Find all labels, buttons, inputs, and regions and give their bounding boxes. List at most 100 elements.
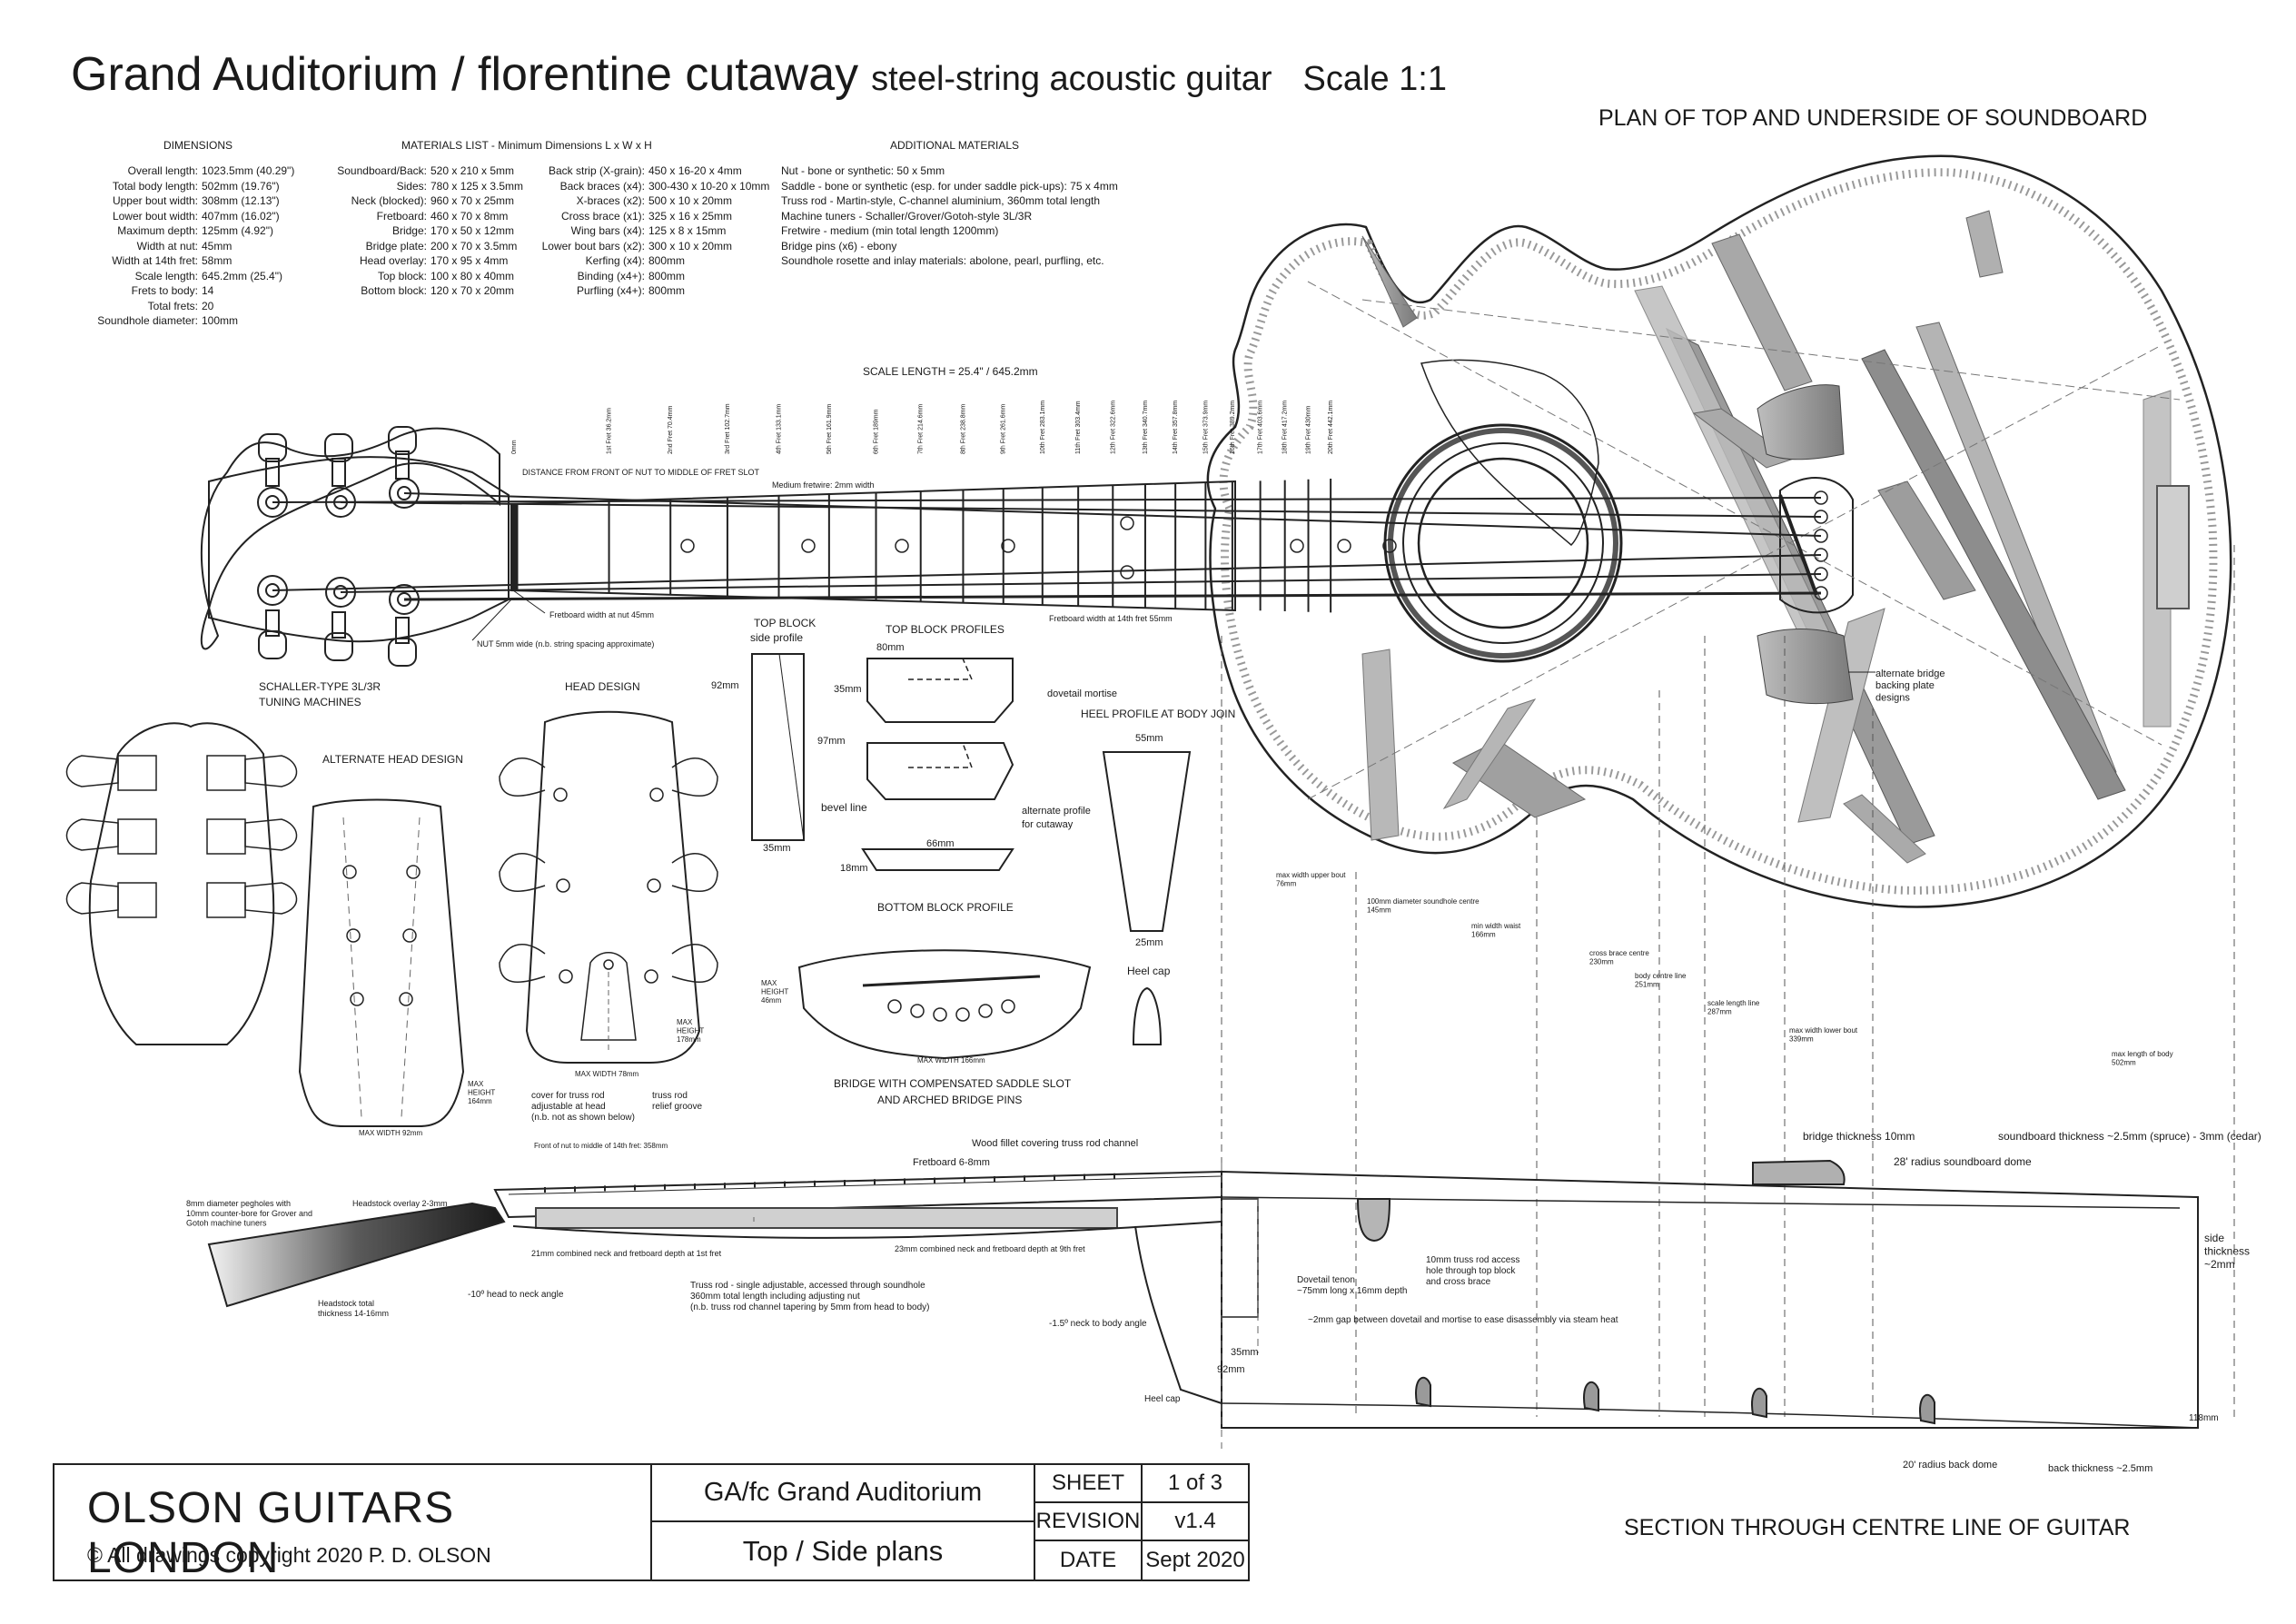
material-value: 800mm: [648, 254, 686, 267]
dimension-label: Maximum depth:: [117, 224, 198, 237]
fret-markers: [680, 516, 1397, 579]
headstock-overlay-label: Headstock overlay 2-3mm: [352, 1199, 448, 1208]
headstock-plan: [200, 426, 510, 667]
title-block-company: OLSON GUITARS LONDON © All drawings copy…: [54, 1465, 652, 1582]
additional-line: Fretwire - medium (min total length 1200…: [781, 224, 999, 237]
soundboard-thickness-label: soundboard thickness ~2.5mm (spruce) - 3…: [1998, 1130, 2261, 1143]
fret-label: 2nd Fret 70.4mm: [668, 406, 674, 454]
dim-92-label: 92mm: [711, 680, 739, 691]
additional-line: Nut - bone or synthetic: 50 x 5mm: [781, 164, 945, 177]
strings: [272, 492, 1822, 601]
material-label: X-braces (x2):: [576, 194, 645, 207]
head-design-label: HEAD DESIGN: [565, 680, 640, 693]
date-value: Sept 2020: [1145, 1548, 1245, 1572]
title-main: Grand Auditorium / florentine cutaway: [71, 48, 859, 101]
bottom-block-label: BOTTOM BLOCK PROFILE: [877, 901, 1014, 914]
gap-label: ~2mm gap between dovetail and mortise to…: [1308, 1315, 1618, 1325]
dim-25-label: 25mm: [1135, 937, 1163, 948]
additional-line: Saddle - bone or synthetic (esp. for und…: [781, 179, 1118, 193]
front-nut-14-label: Front of nut to middle of 14th fret: 358…: [534, 1142, 668, 1150]
dovetail-label: Dovetail tenon~75mm long x 16mm depth: [1297, 1275, 1407, 1296]
truss-rod-label: Truss rod - single adjustable, accessed …: [690, 1281, 929, 1312]
fret-label: 7th Fret 214.6mm: [918, 404, 925, 454]
model-cell: GA/fc Grand Auditorium: [652, 1465, 1035, 1522]
fret-label: 4th Fret 133.1mm: [777, 404, 783, 454]
fret-positions-label: DISTANCE FROM FRONT OF NUT TO MIDDLE OF …: [522, 468, 760, 477]
fret-label: 17th Fret 403.6mm: [1258, 401, 1264, 454]
company-name: OLSON GUITARS LONDON: [87, 1484, 455, 1582]
material-label: Head overlay:: [359, 254, 427, 267]
heel-cap-label: Heel cap: [1127, 965, 1171, 977]
bevel-line-label: bevel line: [821, 801, 867, 814]
title-subtitle: steel-string acoustic guitar: [871, 60, 1272, 98]
bridge-caption-2: AND ARCHED BRIDGE PINS: [877, 1094, 1022, 1106]
dimension-value: 645.2mm (25.4"): [202, 269, 282, 282]
material-value: 300 x 10 x 20mm: [648, 239, 733, 253]
material-label: Top block:: [377, 269, 427, 282]
material-label: Bridge plate:: [365, 239, 427, 253]
dimensions-labels: Overall length:Total body length:Upper b…: [73, 163, 198, 329]
material-value: 800mm: [648, 284, 686, 297]
bridge-caption-1: BRIDGE WITH COMPENSATED SADDLE SLOT: [834, 1077, 1072, 1090]
dimension-label: Upper bout width:: [112, 194, 198, 207]
material-label: Lower bout bars (x2):: [541, 239, 645, 253]
materials-col2-labels: Back strip (X-grain):Back braces (x4):X-…: [518, 163, 645, 299]
fret-label: 5th Fret 161.9mm: [826, 404, 833, 454]
depth-1st-label: 21mm combined neck and fretboard depth a…: [531, 1249, 722, 1258]
dimension-label: Width at 14th fret:: [112, 254, 198, 267]
title-block: OLSON GUITARS LONDON © All drawings copy…: [53, 1463, 1250, 1582]
fret-label: 0mm: [511, 440, 518, 454]
dim-55-label: 55mm: [1135, 733, 1163, 744]
dimensions-block: DIMENSIONS Overall length:Total body len…: [73, 138, 294, 329]
dimension-value: 125mm (4.92"): [202, 224, 273, 237]
fret-label: 18th Fret 417.2mm: [1282, 401, 1289, 454]
plan-measure-lines: [1221, 545, 2235, 1417]
sheet-value: 1 of 3: [1143, 1465, 1248, 1503]
top-block-profiles-label: TOP BLOCK PROFILES: [886, 623, 1004, 636]
fretwire-label: Medium fretwire: 2mm width: [772, 480, 875, 490]
fretboard-6-8-label: Fretboard 6-8mm: [913, 1157, 990, 1168]
fret-label: 11th Fret 303.4mm: [1075, 401, 1082, 454]
fretboard-nut-label: Fretboard width at nut 45mm: [549, 610, 654, 619]
material-value: 300-430 x 10-20 x 10mm: [648, 179, 770, 193]
tuning-machines-label: TUNING MACHINES: [259, 696, 361, 708]
schaller-label: SCHALLER-TYPE 3L/3R: [259, 680, 381, 693]
material-label: Fretboard:: [376, 209, 427, 223]
plan-cell: Top / Side plans: [652, 1522, 1035, 1579]
material-label: Cross brace (x1):: [560, 209, 645, 223]
material-label: Purfling (x4+):: [576, 284, 645, 297]
body-outline: [1206, 154, 2232, 908]
side-section: [207, 1159, 2199, 1429]
fret-label: 6th Fret 189mm: [874, 409, 880, 454]
dimension-value: 100mm: [202, 314, 239, 327]
alt-head-label: ALTERNATE HEAD DESIGN: [322, 753, 463, 766]
head-design: [499, 710, 718, 1064]
nut-label: NUT 5mm wide (n.b. string spacing approx…: [477, 639, 654, 649]
fret-label: 20th Fret 442.1mm: [1328, 401, 1334, 454]
heel-profile: [1102, 751, 1192, 1045]
bridge-plan: [797, 949, 1092, 1060]
dimension-label: Overall length:: [127, 164, 198, 177]
copyright: © All drawings copyright 2020 P. D. OLSO…: [87, 1543, 491, 1567]
depth-9th-label: 23mm combined neck and fretboard depth a…: [895, 1244, 1085, 1253]
fret-label: 3rd Fret 102.7mm: [725, 403, 731, 454]
fret-label: 16th Fret 389.2mm: [1230, 401, 1236, 454]
schaller-head: [65, 722, 298, 1045]
material-value: 200 x 70 x 3.5mm: [430, 239, 518, 253]
max-width-166-label: MAX WIDTH 166mm: [917, 1056, 985, 1065]
alternate-head: [298, 798, 465, 1127]
dim-97-label: 97mm: [817, 736, 846, 747]
dim-118-label: 118mm: [2189, 1413, 2219, 1423]
dome-28-label: 28' radius soundboard dome: [1894, 1155, 2032, 1168]
dim-80-label: 80mm: [876, 642, 905, 653]
